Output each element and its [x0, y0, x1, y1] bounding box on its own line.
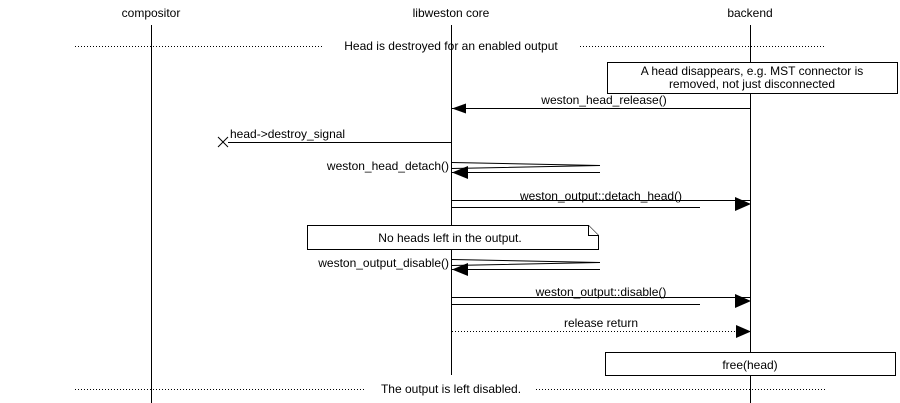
- message-weston-head-detach-loop: [451, 162, 601, 169]
- note-no-heads-left-label: No heads left in the output.: [378, 231, 521, 245]
- message-weston-output-disable-arrowhead: [452, 263, 468, 276]
- participant-header-backend[interactable]: backend: [727, 6, 772, 20]
- message-release-return[interactable]: release return: [452, 316, 751, 338]
- participant-label-compositor: compositor: [122, 6, 181, 20]
- note-no-heads-left-fold-icon: [588, 225, 599, 236]
- message-weston-head-release-label: weston_head_release(): [540, 93, 666, 107]
- divider-bottom-label: The output is left disabled.: [381, 382, 521, 396]
- message-release-return-arrowhead: [736, 325, 751, 338]
- note-free-head-box: [605, 352, 896, 376]
- participant-header-compositor[interactable]: compositor: [122, 6, 181, 20]
- message-release-return-label: release return: [564, 316, 638, 330]
- note-head-disappears: A head disappears, e.g. MST connector is…: [607, 62, 898, 94]
- lost-message-x-icon-stroke-2: [217, 136, 229, 148]
- note-head-disappears-box: [607, 62, 898, 94]
- divider-top-label: Head is destroyed for an enabled output: [344, 39, 558, 53]
- message-weston-output-disable-backend-label: weston_output::disable(): [535, 285, 667, 299]
- participant-label-backend: backend: [727, 6, 772, 20]
- message-weston-output-disable[interactable]: weston_output_disable(): [317, 256, 601, 276]
- message-head-destroy-signal-label: head->destroy_signal: [230, 127, 345, 141]
- message-weston-head-detach-label: weston_head_detach(): [326, 159, 449, 173]
- participant-header-libweston-core[interactable]: libweston core: [413, 6, 490, 20]
- message-head-destroy-signal[interactable]: head->destroy_signal: [217, 127, 451, 148]
- message-weston-output-detach-head-arrowhead: [735, 197, 751, 211]
- message-weston-output-disable-loop: [451, 259, 601, 266]
- message-weston-output-disable-backend-arrowhead: [735, 294, 751, 308]
- message-weston-head-release-arrowhead: [452, 103, 466, 114]
- message-weston-head-detach[interactable]: weston_head_detach(): [326, 159, 601, 179]
- note-head-disappears-line-1: A head disappears, e.g. MST connector is: [641, 64, 864, 78]
- participant-label-libweston-core: libweston core: [413, 6, 490, 20]
- divider-head-destroyed: Head is destroyed for an enabled output: [75, 39, 825, 53]
- message-weston-output-disable-label: weston_output_disable(): [317, 256, 449, 270]
- message-weston-output-disable-backend[interactable]: weston_output::disable(): [452, 285, 751, 308]
- message-weston-head-release[interactable]: weston_head_release(): [452, 93, 750, 114]
- note-free-head-label: free(head): [722, 358, 777, 372]
- message-weston-output-detach-head[interactable]: weston_output::detach_head(): [452, 189, 751, 211]
- note-free-head: free(head): [605, 352, 896, 376]
- message-weston-head-detach-arrowhead: [452, 166, 468, 179]
- divider-output-left-disabled: The output is left disabled.: [75, 382, 825, 396]
- note-head-disappears-line-2: removed, not just disconnected: [669, 77, 835, 91]
- note-no-heads-left-box: [307, 225, 599, 250]
- note-no-heads-left: No heads left in the output.: [307, 225, 599, 250]
- message-weston-output-detach-head-label: weston_output::detach_head(): [519, 189, 682, 203]
